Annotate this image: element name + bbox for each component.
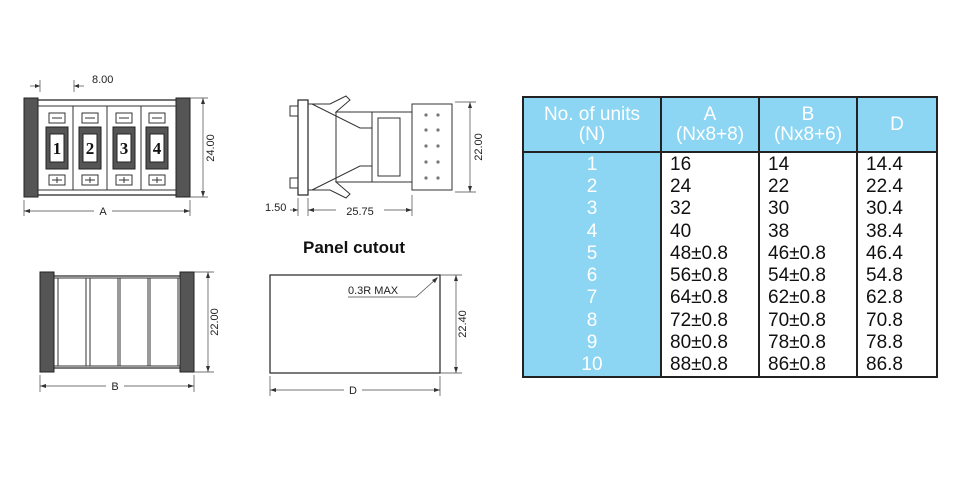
panel-cutout-view: Panel cutout 0.3R MAX 22.40 D (269, 238, 469, 397)
header-b: B(Nx8+6) (758, 98, 857, 152)
dimension-d-label: D (349, 385, 357, 397)
corner-radius-note: 0.3R MAX (348, 285, 399, 297)
switch-unit-3[interactable]: 3 (112, 112, 136, 186)
digit-4: 4 (153, 139, 162, 158)
dimension-a-label: A (99, 206, 107, 218)
header-a: A(Nx8+8) (660, 98, 759, 152)
flange-dimension-label: 1.50 (265, 202, 286, 214)
bottom-view: 22.00 B (39, 271, 221, 393)
digit-2: 2 (86, 139, 95, 158)
digit-1: 1 (53, 139, 62, 158)
switch-unit-2[interactable]: 2 (78, 112, 102, 186)
side-height-dimension-label: 22.00 (473, 133, 485, 161)
panel-cutout-title: Panel cutout (303, 238, 405, 257)
cutout-height-dimension-label: 22.40 (457, 310, 469, 338)
table-header-row: No. of units(N) A(Nx8+8) B(Nx8+6) D (524, 98, 936, 152)
height-dimension-label: 24.00 (205, 134, 217, 162)
side-view: 22.00 1.50 25.75 (265, 95, 485, 218)
dimension-b-label: B (111, 381, 118, 393)
bottom-height-dimension-label: 22.00 (209, 308, 221, 336)
pitch-dimension-label: 8.00 (92, 74, 113, 86)
switch-unit-1[interactable]: 1 (45, 112, 69, 186)
technical-drawing: 8.00 1 2 3 (23, 74, 485, 397)
depth-dimension-label: 25.75 (346, 206, 374, 218)
switch-unit-4[interactable]: 4 (145, 112, 169, 186)
header-d: D (856, 98, 936, 152)
digit-3: 3 (120, 139, 129, 158)
header-units: No. of units(N) (524, 98, 661, 152)
front-view: 8.00 1 2 3 (23, 74, 217, 218)
